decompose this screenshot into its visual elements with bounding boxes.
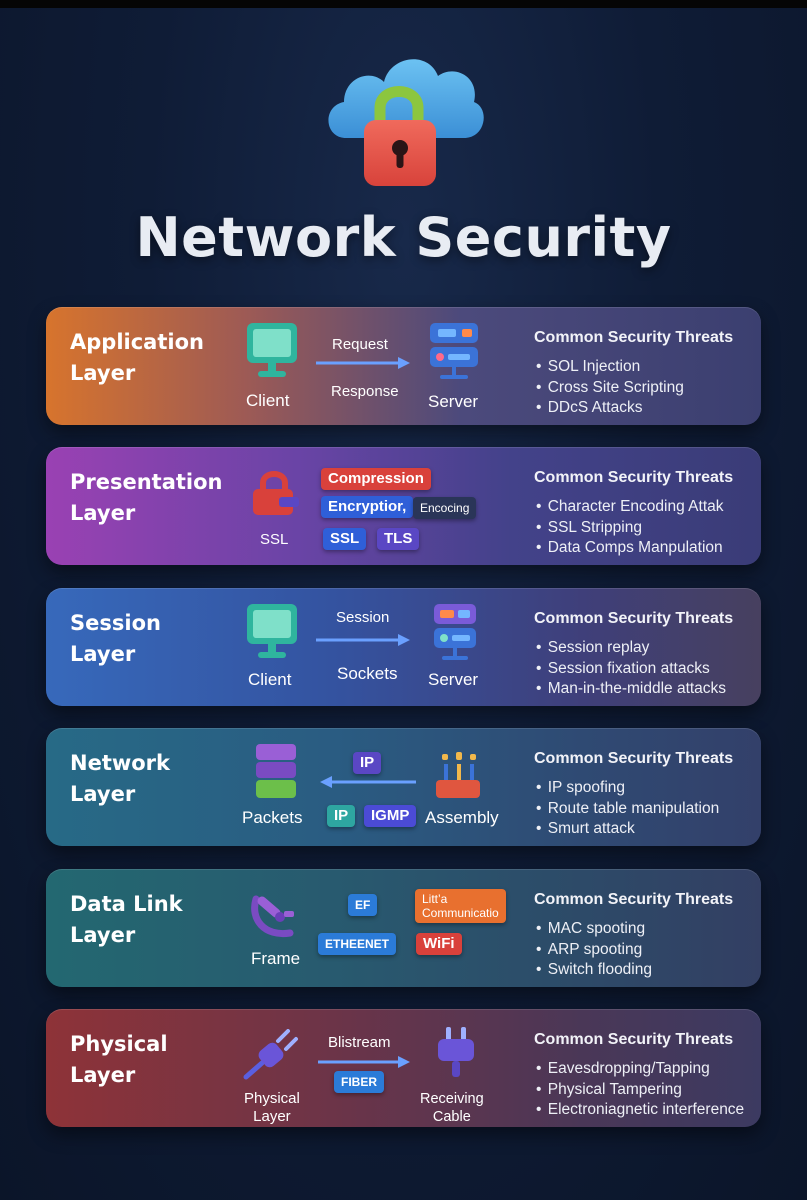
threat-item: Session replay <box>536 638 726 659</box>
threats-heading: Common Security Threats <box>534 891 734 908</box>
server-icon <box>430 323 478 379</box>
threat-list: MAC spooting ARP spooting Switch floodin… <box>536 919 652 981</box>
threat-item: Electroniagnetic interference <box>536 1100 744 1121</box>
threat-item: Man-in-the-middle attacks <box>536 679 726 700</box>
ssl-chip: SSL <box>323 528 367 550</box>
session-layer-card: Session Layer Client Session Sockets Ser… <box>46 588 761 706</box>
client-label: Client <box>246 391 290 410</box>
response-label: Response <box>331 383 399 400</box>
layer-title: Physical Layer <box>70 1032 168 1087</box>
session-label: Session <box>336 609 390 626</box>
data-link-layer-card: Data Link Layer Frame EF ETHEENET Litt’a… <box>46 869 761 987</box>
threat-list: Character Encoding Attak SSL Stripping D… <box>536 497 724 559</box>
threat-list: IP spoofing Route table manipulation Smu… <box>536 778 719 840</box>
assembly-label: Assembly <box>425 808 499 827</box>
top-status-bar <box>0 0 807 8</box>
layer-title: Data Link Layer <box>70 892 183 947</box>
layer-title: Application Layer <box>70 330 204 385</box>
server-label: Server <box>428 392 479 411</box>
tls-chip: TLS <box>377 528 420 550</box>
packets-label: Packets <box>242 808 303 827</box>
frame-label: Frame <box>251 949 301 968</box>
threat-item: Switch flooding <box>536 960 652 981</box>
threat-item: Eavesdropping/Tapping <box>536 1059 744 1080</box>
receiving-cable-label: Receiving Cable <box>420 1091 484 1125</box>
assembly-icon <box>436 752 480 798</box>
threat-list: SOL Injection Cross Site Scripting DDcS … <box>536 357 684 419</box>
threat-item: SOL Injection <box>536 357 684 378</box>
encoding-chip: Encocing <box>413 497 477 519</box>
cloud-lock-icon <box>328 59 484 186</box>
threat-list: Session replay Session fixation attacks … <box>536 638 726 700</box>
threat-item: Smurt attack <box>536 819 719 840</box>
ip-chip: IP <box>327 805 356 827</box>
client-label: Client <box>248 670 292 689</box>
threat-item: IP spoofing <box>536 778 719 799</box>
server-icon <box>434 604 476 660</box>
threat-item: Session fixation attacks <box>536 659 726 680</box>
threat-item: Physical Tampering <box>536 1080 744 1101</box>
igmp-chip: IGMP <box>364 805 417 827</box>
threat-item: Character Encoding Attak <box>536 497 724 518</box>
ip-top-chip: IP <box>353 752 382 774</box>
frame-link-icon <box>251 895 294 938</box>
presentation-layer-card: Presentation Layer SSL Compression Encry… <box>46 447 761 565</box>
request-label: Request <box>332 336 388 353</box>
physical-layer-card: Physical Layer Physical Layer Blistream … <box>46 1009 761 1127</box>
layer-title: Network Layer <box>70 751 171 806</box>
threat-item: SSL Stripping <box>536 518 724 539</box>
ef-chip: EF <box>348 894 378 916</box>
plug-icon <box>438 1027 474 1077</box>
threat-list: Eavesdropping/Tapping Physical Tampering… <box>536 1059 744 1121</box>
arrow-left-icon <box>320 776 416 788</box>
communication-chip: Litt’a Communicatio <box>415 889 506 923</box>
arrow-right-icon <box>316 634 410 646</box>
layer-title: Session Layer <box>70 611 161 666</box>
network-layer-card: Network Layer Packets IP IP IGMP Assembl… <box>46 728 761 846</box>
monitor-icon <box>247 604 297 658</box>
fiber-chip: FIBER <box>334 1071 384 1093</box>
threat-item: Route table manipulation <box>536 799 719 820</box>
threat-item: MAC spooting <box>536 919 652 940</box>
server-label: Server <box>428 670 479 689</box>
stacked-packets-icon <box>256 744 296 798</box>
physical-layer-label: Physical Layer <box>244 1090 300 1125</box>
encryption-chip: Encryptior, <box>321 496 414 518</box>
threat-item: ARP spooting <box>536 940 652 961</box>
layer-title: Presentation Layer <box>70 470 223 525</box>
plug-icon <box>243 1029 298 1080</box>
threats-heading: Common Security Threats <box>534 469 734 486</box>
wifi-chip: WiFi <box>416 933 462 955</box>
lock-icon <box>253 471 299 515</box>
sockets-label: Sockets <box>337 664 398 683</box>
threats-heading: Common Security Threats <box>534 610 734 627</box>
arrow-right-icon <box>318 1056 410 1068</box>
ssl-label: SSL <box>260 531 289 548</box>
compression-chip: Compression <box>321 468 431 490</box>
bitstream-label: Blistream <box>328 1034 391 1051</box>
page-title: Network Security <box>135 206 672 269</box>
arrow-right-icon <box>316 357 410 369</box>
threat-item: Cross Site Scripting <box>536 378 684 399</box>
threat-item: DDcS Attacks <box>536 398 684 419</box>
threats-heading: Common Security Threats <box>534 750 734 767</box>
threats-heading: Common Security Threats <box>534 329 734 346</box>
threats-heading: Common Security Threats <box>534 1031 734 1048</box>
monitor-icon <box>247 323 297 377</box>
ethernet-chip: ETHEENET <box>318 933 397 955</box>
application-layer-card: Application Layer Client Request Respons… <box>46 307 761 425</box>
threat-item: Data Comps Manpulation <box>536 538 724 559</box>
